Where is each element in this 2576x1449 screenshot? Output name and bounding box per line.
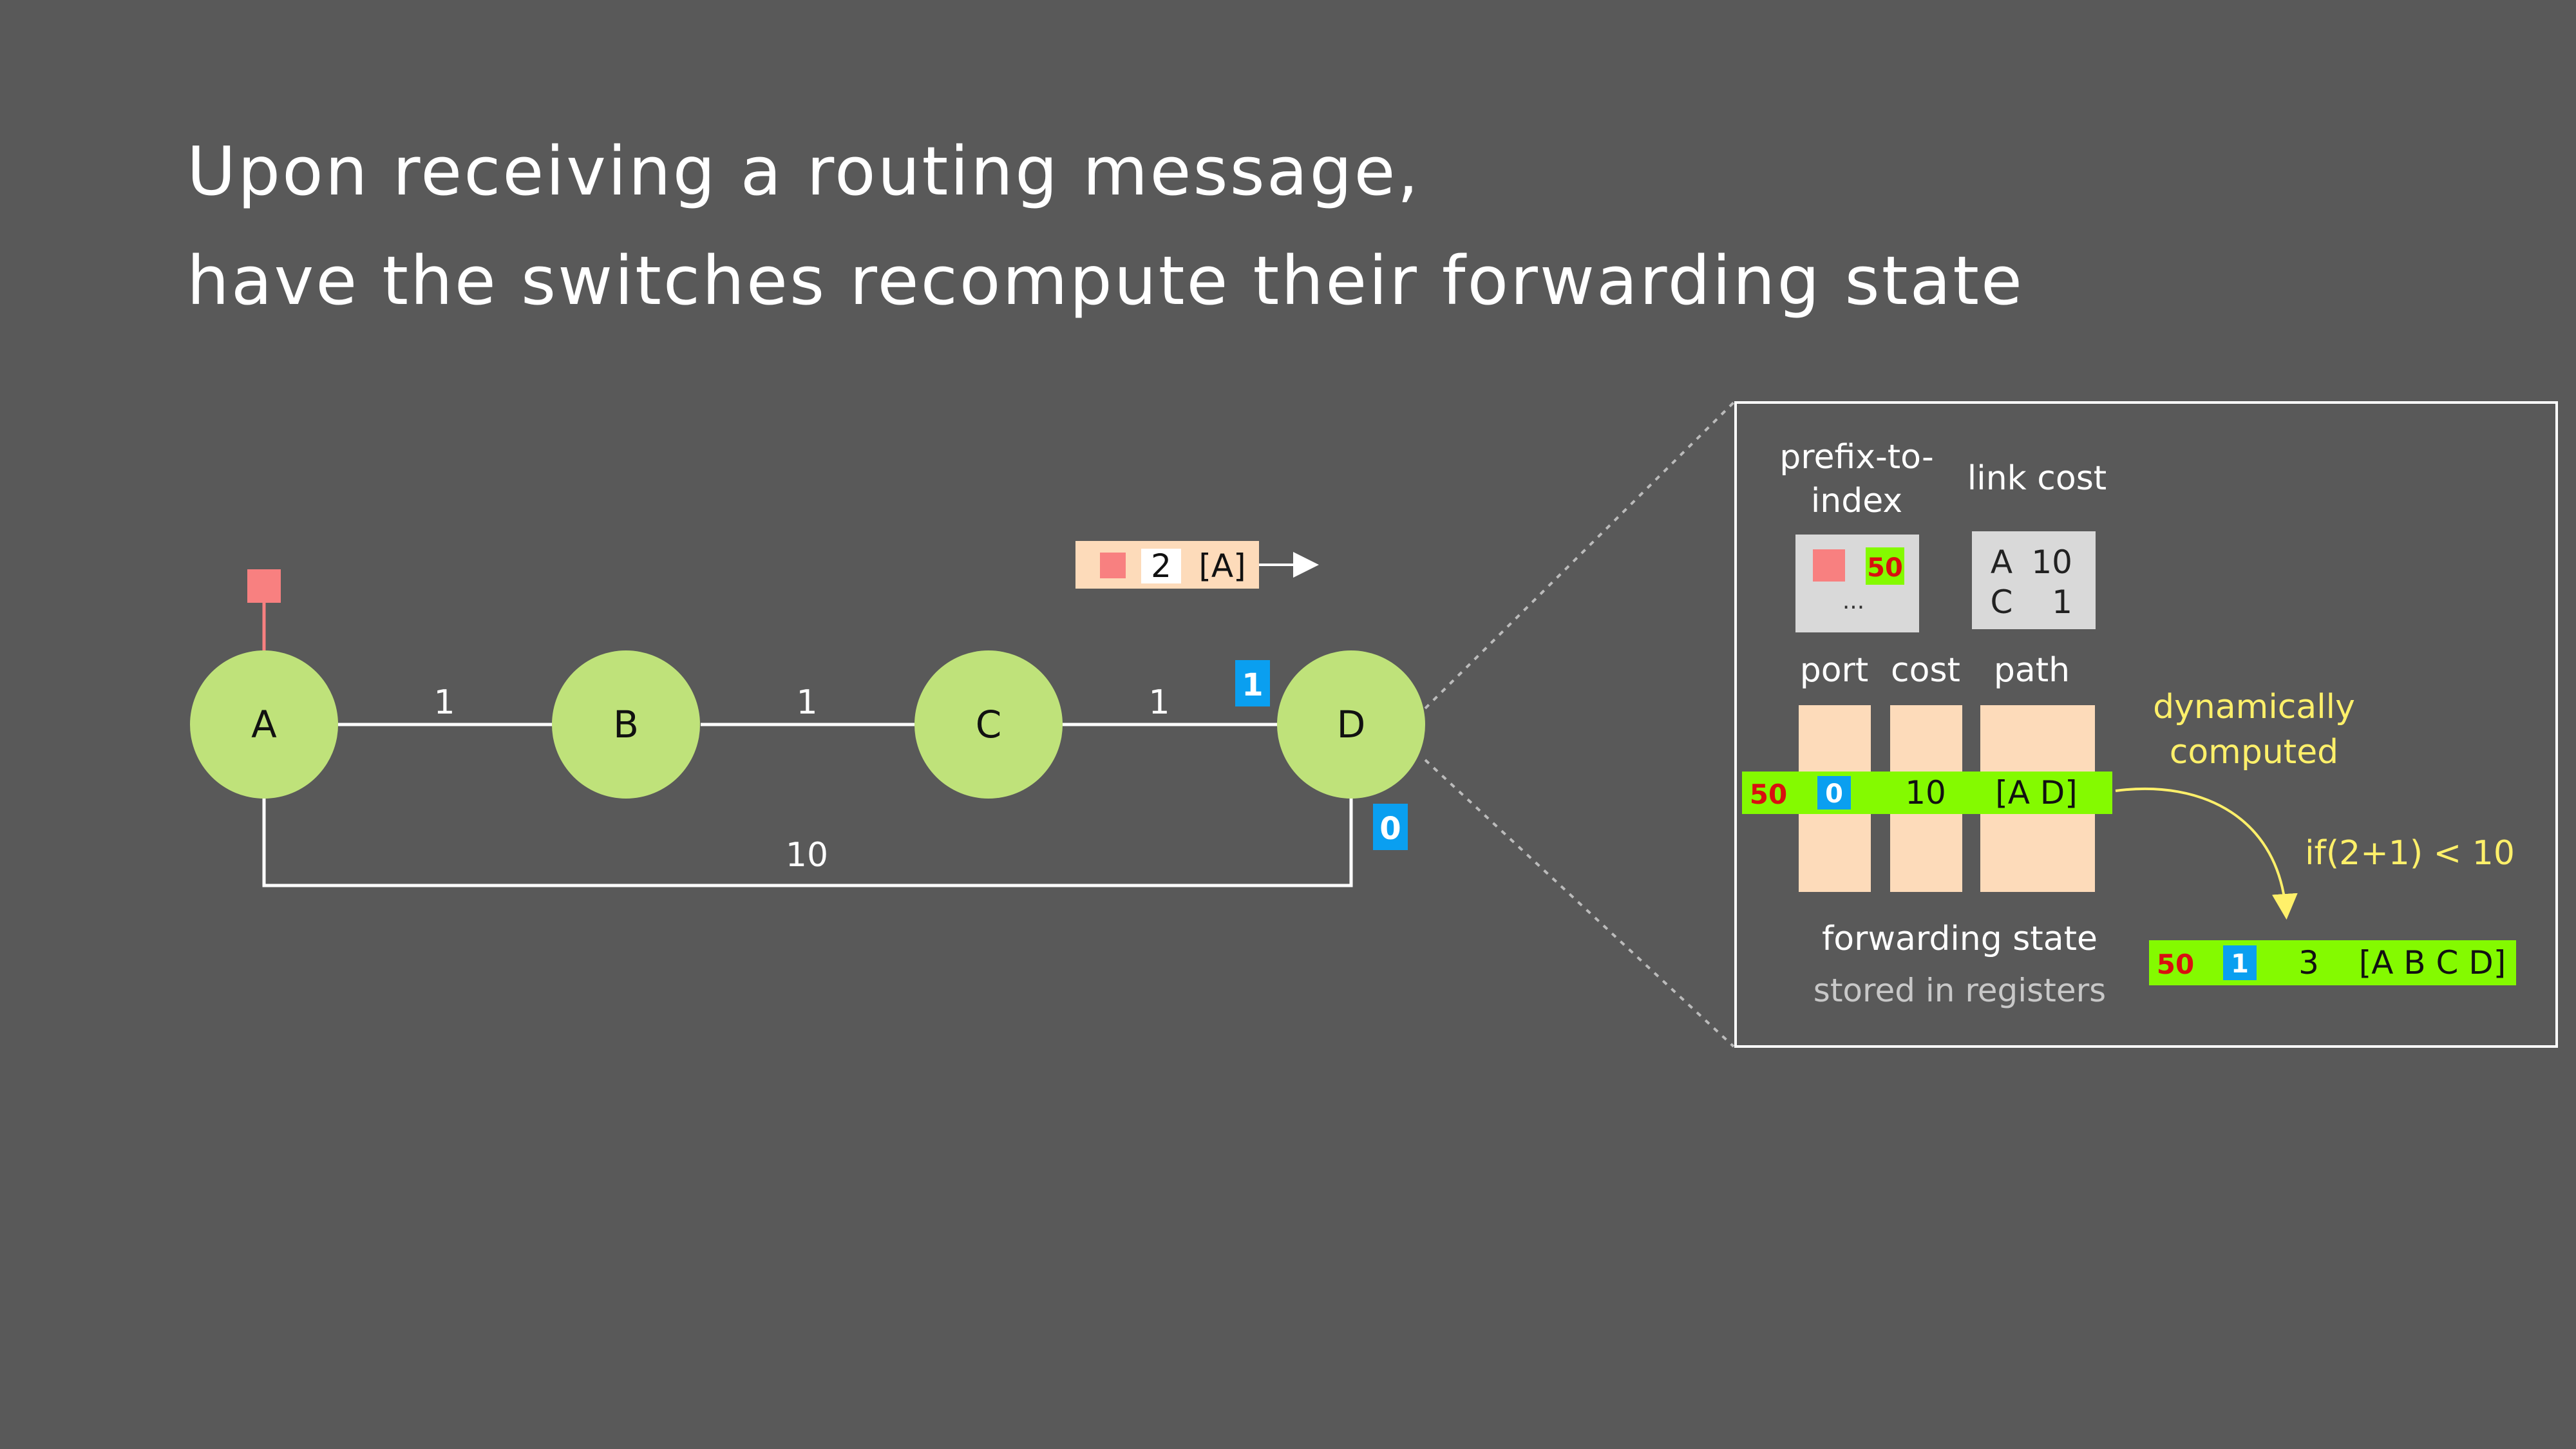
col-header-cost: cost bbox=[1891, 651, 1960, 690]
port-badge-d-lower-label: 0 bbox=[1379, 811, 1401, 847]
col-header-path: path bbox=[1994, 651, 2070, 690]
new-entry-port: 1 bbox=[2231, 949, 2249, 979]
link-cost-label: link cost bbox=[1967, 459, 2107, 498]
recompute-condition: if(2+1) < 10 bbox=[2305, 834, 2515, 873]
prefix-to-index-square-icon bbox=[1813, 549, 1845, 582]
node-a-label: A bbox=[251, 703, 277, 746]
node-a bbox=[190, 650, 338, 799]
routing-message: 2 [A] bbox=[1075, 541, 1319, 589]
edge-cost-a-d: 10 bbox=[786, 836, 828, 875]
link-cost-value-c: 1 bbox=[2052, 583, 2072, 621]
port-badge-d-upper-label: 1 bbox=[1242, 667, 1263, 703]
prefix-ellipsis: ... bbox=[1842, 588, 1864, 614]
current-entry-path: [A D] bbox=[1995, 774, 2078, 811]
current-entry-port-badge bbox=[1817, 776, 1851, 810]
link-cost-table bbox=[1972, 531, 2096, 629]
node-b-label: B bbox=[613, 703, 639, 746]
new-entry-cost: 3 bbox=[2298, 944, 2319, 981]
current-entry-port: 0 bbox=[1825, 779, 1843, 809]
new-entry-row bbox=[2149, 940, 2516, 985]
forwarding-state-sublabel: stored in registers bbox=[1814, 972, 2106, 1009]
message-prefix-square-icon bbox=[1100, 553, 1126, 578]
current-entry-cost: 10 bbox=[1905, 774, 1946, 811]
link-cost-value-a: 10 bbox=[2031, 544, 2072, 581]
message-path: [A] bbox=[1198, 547, 1245, 585]
port-badge-d-lower bbox=[1373, 804, 1408, 850]
zoom-line-bottom bbox=[1424, 759, 1735, 1048]
edge-cost-b-c: 1 bbox=[796, 683, 817, 722]
switch-detail-panel: prefix-to- index 50 ... link cost A 10 C… bbox=[1734, 401, 2558, 1048]
prefix-index-value: 50 bbox=[1867, 553, 1903, 583]
link-cost-neighbor-a: A bbox=[1991, 544, 2012, 581]
node-d-label: D bbox=[1337, 703, 1366, 746]
edge-a-d bbox=[262, 797, 1353, 887]
link-cost-neighbor-c: C bbox=[1991, 583, 2013, 621]
panel-border bbox=[1734, 401, 2558, 1048]
dynamic-label-line2: computed bbox=[2170, 733, 2338, 772]
prefix-index-cell bbox=[1866, 547, 1904, 585]
col-header-port: port bbox=[1800, 651, 1869, 690]
zoom-line-top bbox=[1424, 401, 1735, 710]
node-b bbox=[552, 650, 700, 799]
title-line-2: have the switches recompute their forwar… bbox=[187, 242, 2024, 320]
new-entry-path: [A B C D] bbox=[2359, 944, 2506, 981]
topology: 1 1 1 10 A B C D 1 0 bbox=[190, 569, 1425, 887]
prefix-to-index-label-line2: index bbox=[1811, 482, 1902, 520]
node-c-label: C bbox=[976, 703, 1002, 746]
message-cost-cell bbox=[1141, 549, 1181, 583]
current-entry-index: 50 bbox=[1750, 779, 1787, 810]
node-d bbox=[1277, 650, 1425, 799]
prefix-square-icon bbox=[247, 569, 281, 603]
port-badge-d-upper bbox=[1235, 660, 1270, 706]
edge-cost-c-d: 1 bbox=[1148, 683, 1170, 722]
node-c bbox=[914, 650, 1063, 799]
current-entry-row bbox=[1742, 772, 2112, 814]
recompute-arrow-icon bbox=[2115, 787, 2298, 920]
new-entry-index: 50 bbox=[2157, 949, 2194, 980]
prefix-to-index-label-line1: prefix-to- bbox=[1779, 438, 1933, 477]
message-cost: 2 bbox=[1151, 547, 1171, 585]
new-entry-port-badge bbox=[2223, 945, 2257, 980]
edge-cost-a-b: 1 bbox=[433, 683, 455, 722]
forwarding-state-label: forwarding state bbox=[1822, 920, 2098, 958]
dynamic-label-line1: dynamically bbox=[2153, 688, 2355, 726]
title-line-1: Upon receiving a routing message, bbox=[187, 132, 1421, 211]
